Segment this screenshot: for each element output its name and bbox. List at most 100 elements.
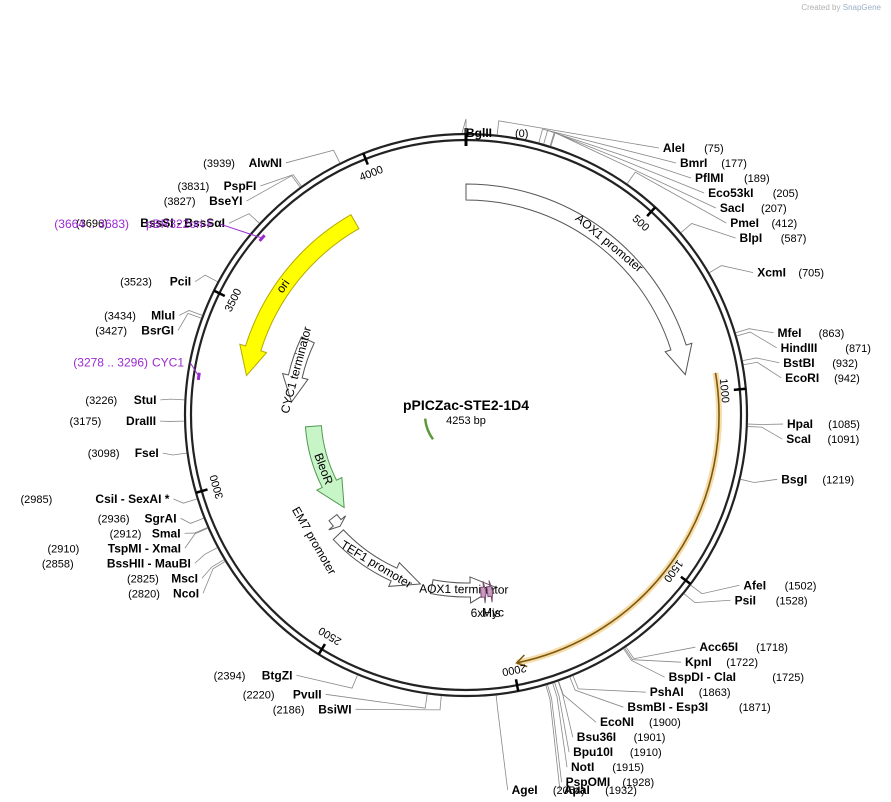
site-pos-btgzi: (2394): [214, 670, 246, 682]
leader-saci: [550, 132, 717, 209]
leader-bsmbi-esp3i: [569, 677, 624, 708]
site-pos-pvuii: (2220): [243, 689, 275, 701]
feature-label-ori: ori: [273, 277, 292, 296]
leader-msci: [201, 559, 225, 579]
site-pos-pshai: (1863): [699, 687, 731, 699]
site-pos-bspdi-clai: (1725): [772, 672, 804, 684]
site-pos-ncoi: (2820): [128, 588, 160, 600]
leader-pshai: [572, 675, 646, 693]
site-name-apai: ApaI: [564, 783, 590, 797]
leader-eco53ki: [549, 131, 705, 194]
feature-label-tef1-promoter: TEF1 promoter: [338, 538, 414, 592]
site-name-msci: MscI: [171, 571, 198, 585]
site-pos-tspmi-xmai: (2910): [48, 543, 80, 555]
leader-fsei: [162, 452, 187, 456]
site-name-ecori: EcoRI: [785, 371, 819, 385]
site-pos-mfei: (863): [819, 328, 845, 340]
leader-afei: [690, 584, 740, 595]
site-pos-bseyi: (3827): [164, 196, 196, 208]
site-name-eco53ki: Eco53kI: [708, 186, 753, 200]
leader-csii-sexai: [173, 498, 197, 504]
leader-blpi: [680, 223, 736, 239]
site-name-noti: NotI: [571, 760, 594, 774]
orf-ste2-arrowhead: [515, 654, 528, 668]
watermark-prefix: Created by: [801, 3, 841, 12]
feature-label-myc: Myc: [482, 605, 504, 619]
tick-mark-4000: [362, 152, 369, 166]
leader-pvuii: [325, 693, 428, 709]
primer-name-pbr322ori-f: pBR322ori-F: [146, 217, 214, 231]
site-name-bseyi: BseYI: [209, 194, 242, 208]
leader-stui: [160, 398, 185, 401]
leader-bsshii-maubi: [194, 547, 218, 564]
orf-ste2-glow: [516, 372, 722, 666]
tick-mark-1500: [680, 575, 692, 585]
leader-agei: [495, 695, 509, 791]
site-name-smai: SmaI: [152, 526, 181, 540]
snapgene-brand: SnapGene: [842, 3, 881, 12]
site-name-alei: AleI: [663, 141, 685, 155]
site-name-bspdi-clai: BspDI - ClaI: [669, 670, 736, 684]
leader-bseyi: [246, 175, 301, 202]
leader-bmri: [538, 128, 677, 164]
feature-label-6xhis: 6xHis: [471, 606, 501, 620]
site-pos-eco53ki: (205): [773, 188, 799, 200]
tick-label-4000: 4000: [358, 164, 385, 184]
leader-bsiwi: [355, 695, 442, 711]
site-pos-bsgi: (1219): [822, 474, 854, 486]
site-name-pspfi: PspFI: [224, 179, 257, 193]
feature-label-em7-promoter: EM7 promoter: [289, 504, 339, 577]
leader-hindiii: [736, 331, 777, 349]
site-name-bsmbi-esp3i: BsmBI - Esp3I: [627, 700, 708, 714]
site-name-acc65i: Acc65I: [699, 640, 738, 654]
site-name-fsei: FseI: [135, 446, 159, 460]
site-pos-alei: (75): [704, 143, 724, 155]
tick-label-1000: 1000: [717, 378, 731, 403]
site-name-btgzi: BtgZI: [262, 668, 293, 682]
site-name-bsssi-bsss-i: BssSI - BssSαI: [140, 216, 225, 230]
leader-alwni: [285, 149, 341, 164]
leader-ecori: [743, 361, 782, 379]
leader-tspmi-xmai: [184, 527, 208, 549]
leader-econi: [558, 681, 597, 723]
feature-cyc1-terminator: [281, 336, 315, 404]
site-pos-hindiii: (871): [845, 343, 871, 355]
feature-tef1-promoter: [332, 529, 422, 587]
site-name-mfei: MfeI: [777, 326, 801, 340]
leader-bsgi: [740, 478, 778, 483]
site-pos-noti: (1915): [612, 762, 644, 774]
leader-bspdi-clai: [623, 648, 665, 678]
leader-bstbi: [742, 357, 780, 364]
leader-bpu10i: [554, 682, 570, 753]
site-pos-agei: (2054): [553, 785, 585, 797]
leader-kpni: [624, 647, 682, 663]
site-name-hindiii: HindIII: [781, 341, 818, 355]
primer-name-cyc1: CYC1: [152, 355, 184, 369]
site-pos-scai: (1091): [827, 434, 859, 446]
tick-mark-500: [646, 206, 657, 217]
site-pos-bmri: (177): [721, 158, 747, 170]
feature-label-aox1-terminator: AOX1 terminator: [419, 582, 509, 597]
site-pos-bsmbi-esp3i: (1871): [739, 702, 771, 714]
site-name-bmri: BmrI: [680, 156, 707, 170]
site-name-pspomi: PspOMI: [566, 775, 611, 789]
leader-ncoi: [202, 561, 226, 594]
orf-bleor: [423, 418, 435, 441]
site-name-bsu36i: Bsu36I: [577, 730, 616, 744]
leader-pspomi: [547, 684, 562, 783]
leader-acc65i: [625, 646, 696, 660]
site-name-pshai: PshAI: [650, 685, 684, 699]
leader-psii: [683, 593, 731, 604]
feature-em7-promoter: [328, 513, 347, 531]
leader-scai: [747, 426, 783, 440]
site-pos-kpni: (1722): [726, 657, 758, 669]
site-pos-pcii: (3523): [120, 277, 152, 289]
site-pos-saci: (207): [761, 203, 787, 215]
leader-sgrai: [180, 517, 204, 524]
site-pos-alwni: (3939): [203, 158, 235, 170]
feature-bleor: [304, 425, 345, 509]
site-pos-acc65i: (1718): [756, 642, 788, 654]
leader-bsssi-bsss-i: [228, 213, 260, 224]
site-name-scai: ScaI: [786, 432, 811, 446]
